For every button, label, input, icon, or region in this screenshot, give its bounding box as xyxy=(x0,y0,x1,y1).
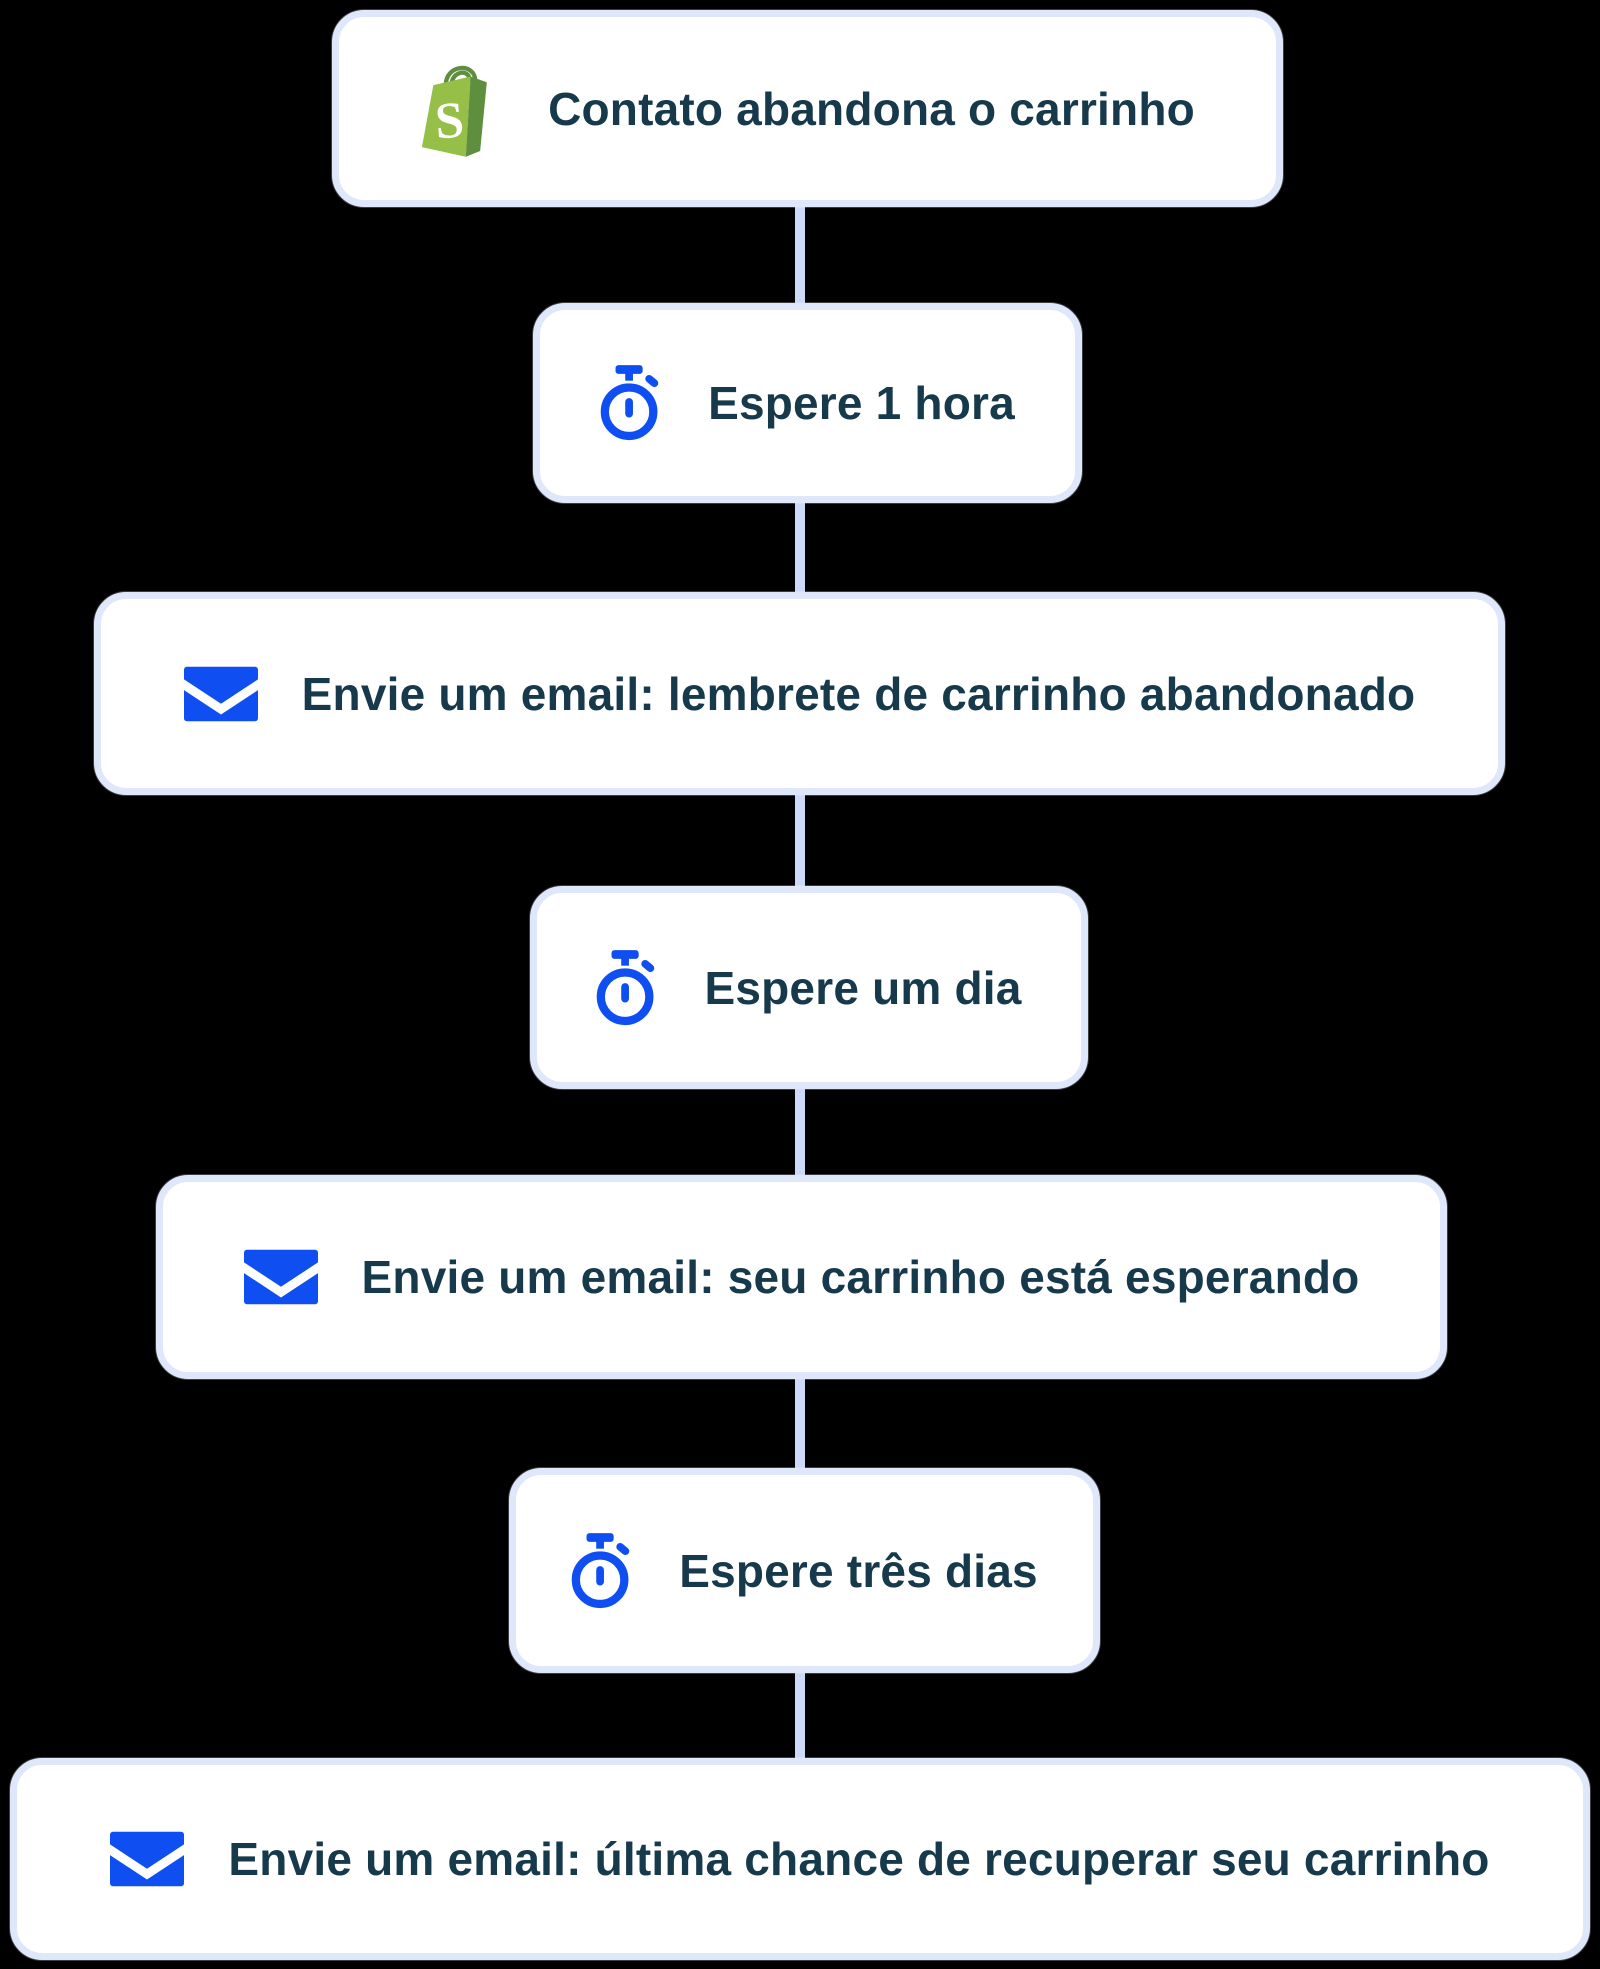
svg-text:S: S xyxy=(433,91,466,150)
flow-node-label: Espere um dia xyxy=(704,961,1022,1014)
envelope-icon xyxy=(110,1831,185,1887)
envelope-icon xyxy=(183,666,258,722)
flow-node-label: Espere três dias xyxy=(679,1544,1038,1597)
flow-node-label: Envie um email: seu carrinho está espera… xyxy=(361,1251,1360,1303)
stopwatch-icon xyxy=(571,1532,635,1609)
flow-node-label: Envie um email: última chance de recuper… xyxy=(228,1833,1490,1885)
flow-node-label: Espere 1 hora xyxy=(708,377,1015,429)
flow-node-wait-one-day[interactable]: Espere um dia xyxy=(530,886,1088,1089)
envelope-icon xyxy=(243,1249,318,1305)
flow-node-email-cart-waiting[interactable]: Envie um email: seu carrinho está espera… xyxy=(156,1175,1447,1379)
stopwatch-icon xyxy=(596,949,660,1026)
flow-node-label: Contato abandona o carrinho xyxy=(548,82,1195,135)
flow-node-label: Envie um email: lembrete de carrinho aba… xyxy=(301,667,1416,720)
flow-node-email-cart-reminder[interactable]: Envie um email: lembrete de carrinho aba… xyxy=(94,592,1505,795)
flow-node-email-last-chance[interactable]: Envie um email: última chance de recuper… xyxy=(10,1758,1590,1960)
stopwatch-icon xyxy=(600,365,664,441)
flow-node-wait-three-days[interactable]: Espere três dias xyxy=(509,1468,1100,1673)
flow-node-wait-1-hour[interactable]: Espere 1 hora xyxy=(533,303,1082,503)
shopify-bag-icon: S xyxy=(420,59,504,159)
flow-node-trigger-cart-abandoned[interactable]: S Contato abandona o carrinho xyxy=(332,10,1283,207)
